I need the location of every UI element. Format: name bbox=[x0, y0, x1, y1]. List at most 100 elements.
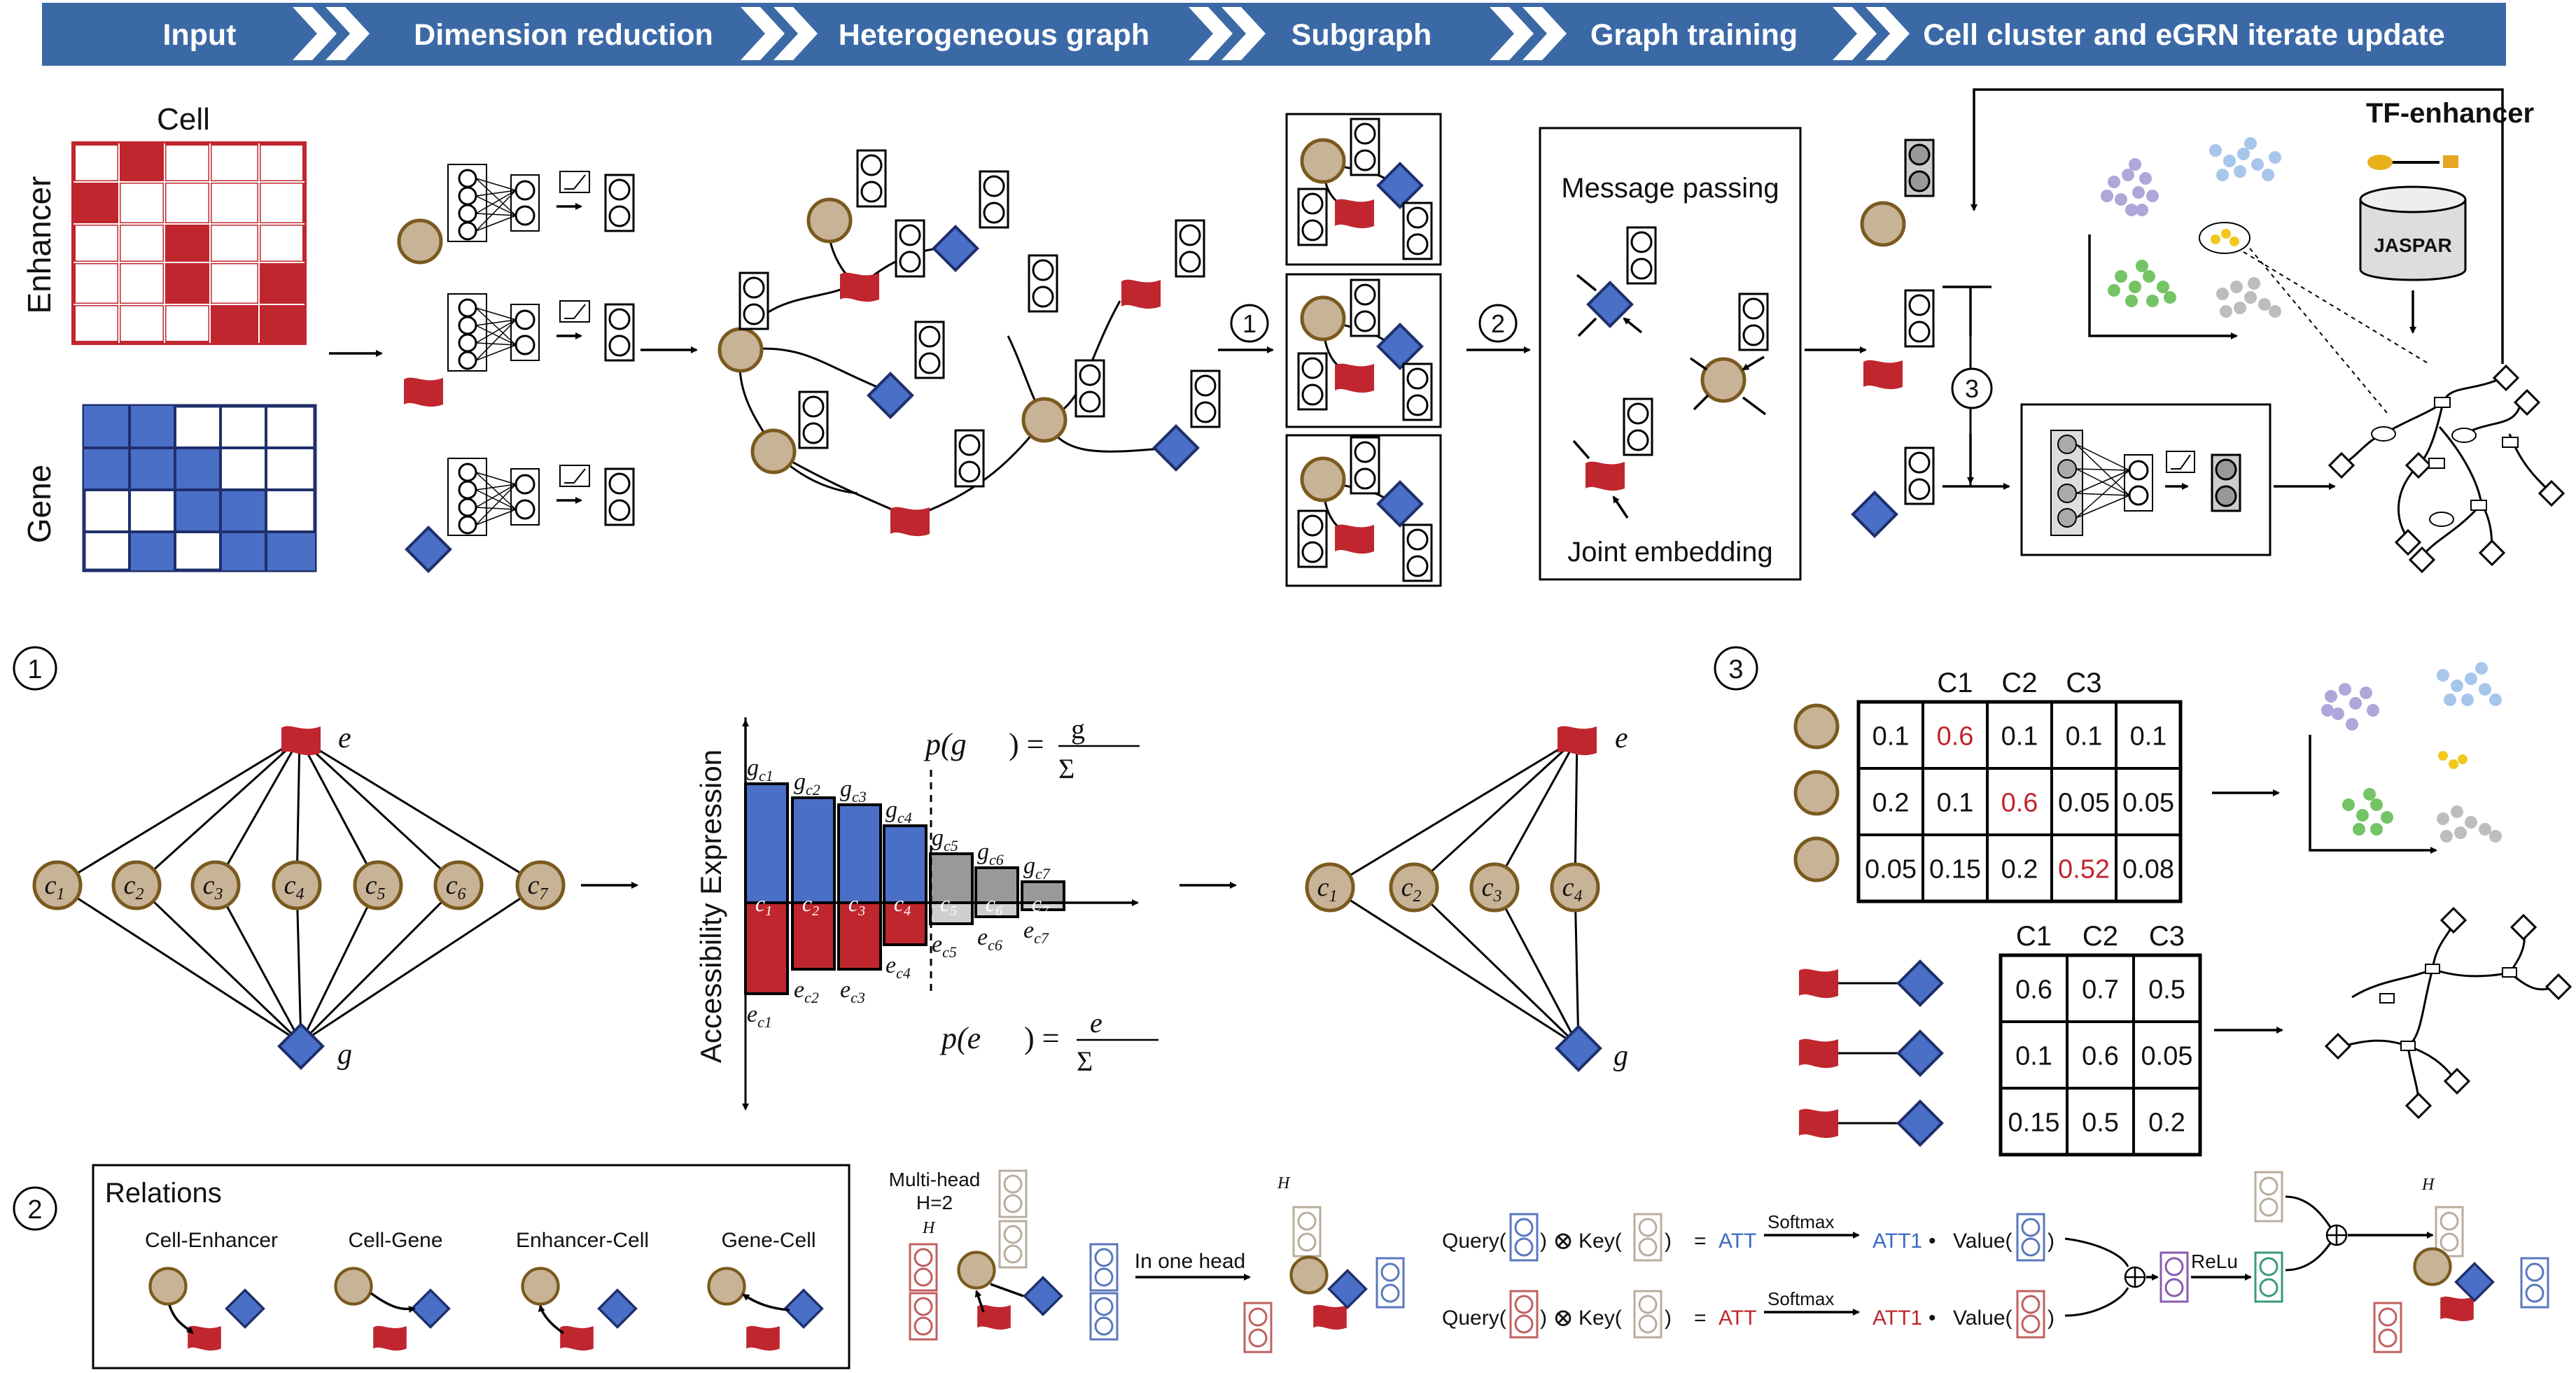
table-cell: 0.1 bbox=[2001, 722, 2038, 752]
table-cell: 0.52 bbox=[2058, 855, 2110, 885]
step-2-marker-label: 2 bbox=[1491, 309, 1505, 338]
panel-1-marker-label: 1 bbox=[27, 655, 42, 684]
neural-net-icon bbox=[448, 294, 634, 371]
svg-text:gc2: gc2 bbox=[794, 769, 820, 798]
gene-node-icon bbox=[932, 225, 979, 272]
table-header: C1 bbox=[2016, 921, 2052, 952]
svg-text:gc5: gc5 bbox=[932, 825, 958, 854]
step-2-marker bbox=[1478, 304, 1518, 343]
h-l-minus-1-label: H bbox=[922, 1219, 936, 1237]
joint-embedding-label: Joint embedding bbox=[1567, 537, 1773, 568]
embedding-vector-icon bbox=[1175, 219, 1205, 278]
relation-cell-enhancer: Cell-Enhancer bbox=[145, 1229, 278, 1252]
neural-net-icon bbox=[448, 164, 634, 241]
enhancer-axis-label: Enhancer bbox=[21, 176, 57, 314]
table-cell: 0.6 bbox=[2001, 789, 2038, 818]
update-section: 3 TF-enhancer bbox=[1851, 88, 2565, 573]
table-header: C2 bbox=[2001, 668, 2037, 698]
header-step-heterogeneous-graph: Heterogeneous graph bbox=[839, 18, 1149, 52]
panel-2: 2 Relations Cell-Enhancer Cell-Gene Enha… bbox=[13, 1164, 2549, 1370]
formula-g: p(g ) = g Σ bbox=[923, 713, 1140, 784]
table-cell: 0.7 bbox=[2082, 976, 2119, 1005]
embedding-vector-icon bbox=[1028, 254, 1058, 313]
table-header: C2 bbox=[2082, 921, 2118, 952]
svg-text:p(e: p(e bbox=[939, 1021, 981, 1055]
header-background bbox=[42, 3, 2506, 66]
h-equals-label: H=2 bbox=[916, 1192, 953, 1213]
cell-node-c3: c3 bbox=[190, 860, 241, 910]
att1-label: ATT1 bbox=[1872, 1230, 1922, 1253]
cell-node-c5: c5 bbox=[353, 860, 403, 910]
table-cell: 0.6 bbox=[2082, 1042, 2119, 1071]
enhancer-node-icon bbox=[281, 726, 321, 756]
training-panel bbox=[1539, 127, 1802, 581]
svg-text:): ) bbox=[2047, 1307, 2054, 1330]
table-cell: 0.2 bbox=[2001, 855, 2038, 885]
table-header: C3 bbox=[2066, 668, 2101, 698]
cell-node-icon bbox=[399, 220, 441, 262]
header-chevrons bbox=[293, 7, 1910, 60]
embedding-vector-icon bbox=[1626, 226, 1657, 285]
svg-text:Σ: Σ bbox=[1077, 1045, 1093, 1077]
gene-axis-label: Gene bbox=[21, 465, 57, 544]
egrn-network bbox=[2325, 907, 2572, 1119]
tf-enhancer-label: TF-enhancer bbox=[2366, 98, 2534, 129]
panel-3-marker-label: 3 bbox=[1728, 655, 1743, 684]
step-3-marker bbox=[1951, 367, 1993, 409]
relation-enhancer-cell: Enhancer-Cell bbox=[516, 1229, 649, 1252]
table-cell: 0.05 bbox=[2141, 1042, 2193, 1071]
enhancer-node-icon bbox=[1586, 461, 1625, 491]
attention-computation: Query( ) ⊗ Key( ) = ATT Softmax ATT1 • V… bbox=[1442, 1171, 2549, 1353]
svg-text:=: = bbox=[1694, 1230, 1707, 1253]
motif-logo-icon bbox=[2367, 155, 2458, 170]
egrn-network bbox=[2328, 365, 2565, 573]
svg-text:H: H bbox=[2421, 1176, 2435, 1194]
enhancer-matrix bbox=[71, 141, 307, 345]
svg-text:c3: c3 bbox=[1482, 873, 1502, 906]
table-cell: 0.1 bbox=[2130, 722, 2167, 752]
cluster-scatter bbox=[2309, 662, 2502, 854]
cell-node-c2: c2 bbox=[111, 860, 162, 910]
svg-text:ec3: ec3 bbox=[840, 977, 865, 1006]
svg-text:ec4: ec4 bbox=[886, 952, 911, 982]
relations-title: Relations bbox=[105, 1178, 222, 1209]
cell-feature-stack bbox=[998, 1169, 1028, 1269]
svg-text:ATT1: ATT1 bbox=[1872, 1307, 1922, 1330]
cell-node-c1: c1 bbox=[32, 860, 83, 910]
cell-node-icon bbox=[1023, 399, 1065, 441]
svg-text:gc7: gc7 bbox=[1023, 853, 1051, 882]
svg-text:ec5: ec5 bbox=[932, 931, 957, 961]
table-cell: 0.5 bbox=[2082, 1108, 2119, 1138]
relu-label: ReLu bbox=[2191, 1251, 2238, 1272]
multi-head-label: Multi-head bbox=[889, 1169, 981, 1190]
svg-text:): ) bbox=[1665, 1307, 1672, 1330]
subgraph-section: 2 bbox=[1285, 113, 1531, 587]
svg-text:): ) bbox=[1540, 1307, 1547, 1330]
in-one-head-label: In one head bbox=[1135, 1250, 1245, 1273]
graph-training-section: Message passing Joint embedding bbox=[1539, 127, 1867, 581]
svg-text:•: • bbox=[1928, 1307, 1936, 1330]
softmax-label: Softmax bbox=[1768, 1211, 1834, 1232]
svg-text:ec6: ec6 bbox=[977, 924, 1002, 954]
panel-2-marker-label: 2 bbox=[27, 1195, 42, 1225]
svg-text:c1: c1 bbox=[1317, 873, 1338, 906]
svg-text:c6: c6 bbox=[446, 871, 466, 903]
query-label: Query( bbox=[1442, 1230, 1506, 1253]
gene-g-label: g bbox=[1614, 1040, 1628, 1072]
probability-bar-chart: Accessibility Expression c1gc1ec1c2gc2ec… bbox=[694, 713, 1158, 1111]
cell-node-c3: c3 bbox=[1469, 862, 1520, 913]
step-3-marker-label: 3 bbox=[1965, 374, 1979, 403]
heterogeneous-graph-section: 1 bbox=[720, 149, 1274, 537]
relations-box bbox=[92, 1164, 850, 1370]
table-cell: 0.05 bbox=[2122, 789, 2174, 818]
svg-text:=: = bbox=[1694, 1307, 1707, 1330]
table-cell: 0.1 bbox=[2015, 1042, 2052, 1071]
cell-node-c7: c7 bbox=[515, 860, 566, 910]
